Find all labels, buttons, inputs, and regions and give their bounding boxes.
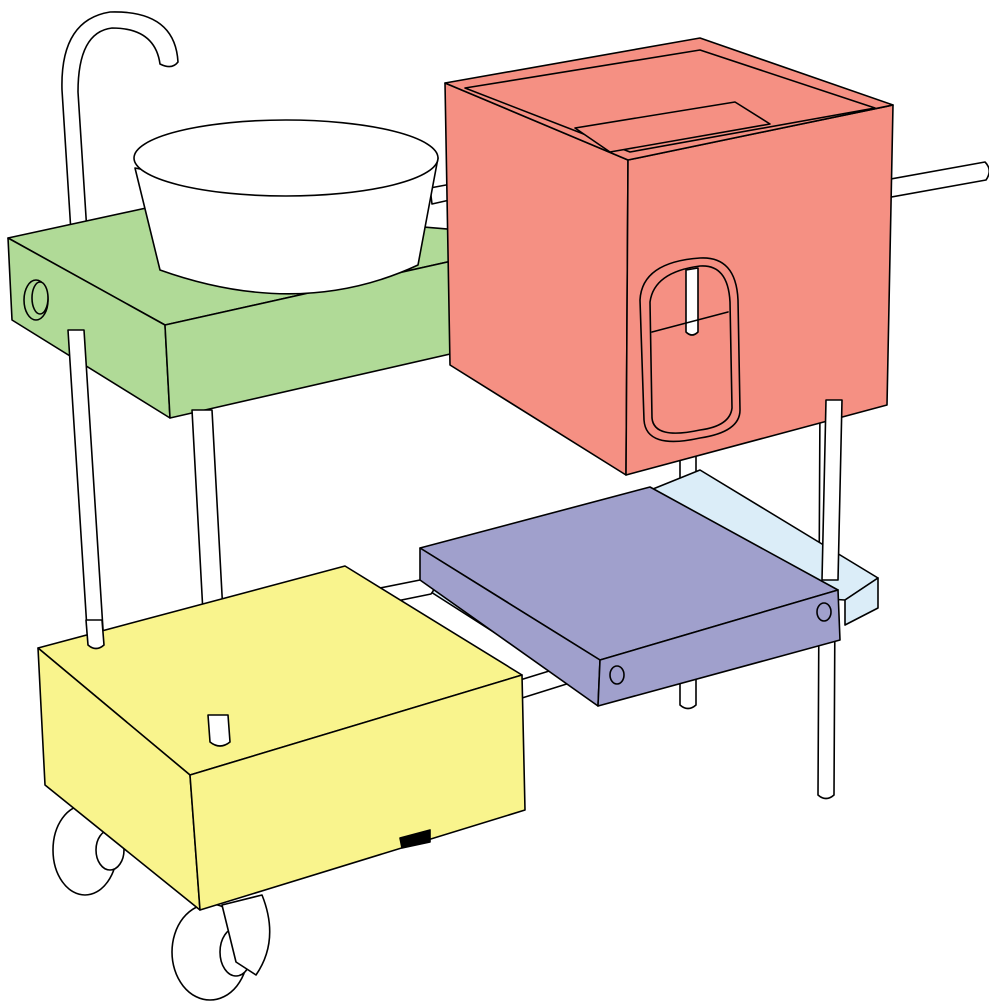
basin-rim: [134, 120, 438, 196]
wash-basin-icon: [134, 120, 438, 294]
red-box-window-rod: [686, 268, 698, 335]
leg-stub-left: [86, 620, 104, 649]
blue-plate-bolt-right: [817, 603, 831, 621]
blue-plate-bolt-left: [610, 666, 624, 684]
rod-top-right: [885, 162, 989, 198]
leg-front-left: [68, 330, 104, 649]
leg-red-right: [822, 400, 842, 580]
green-knob-cap: [32, 282, 48, 314]
leg-stub-middle: [208, 715, 230, 746]
